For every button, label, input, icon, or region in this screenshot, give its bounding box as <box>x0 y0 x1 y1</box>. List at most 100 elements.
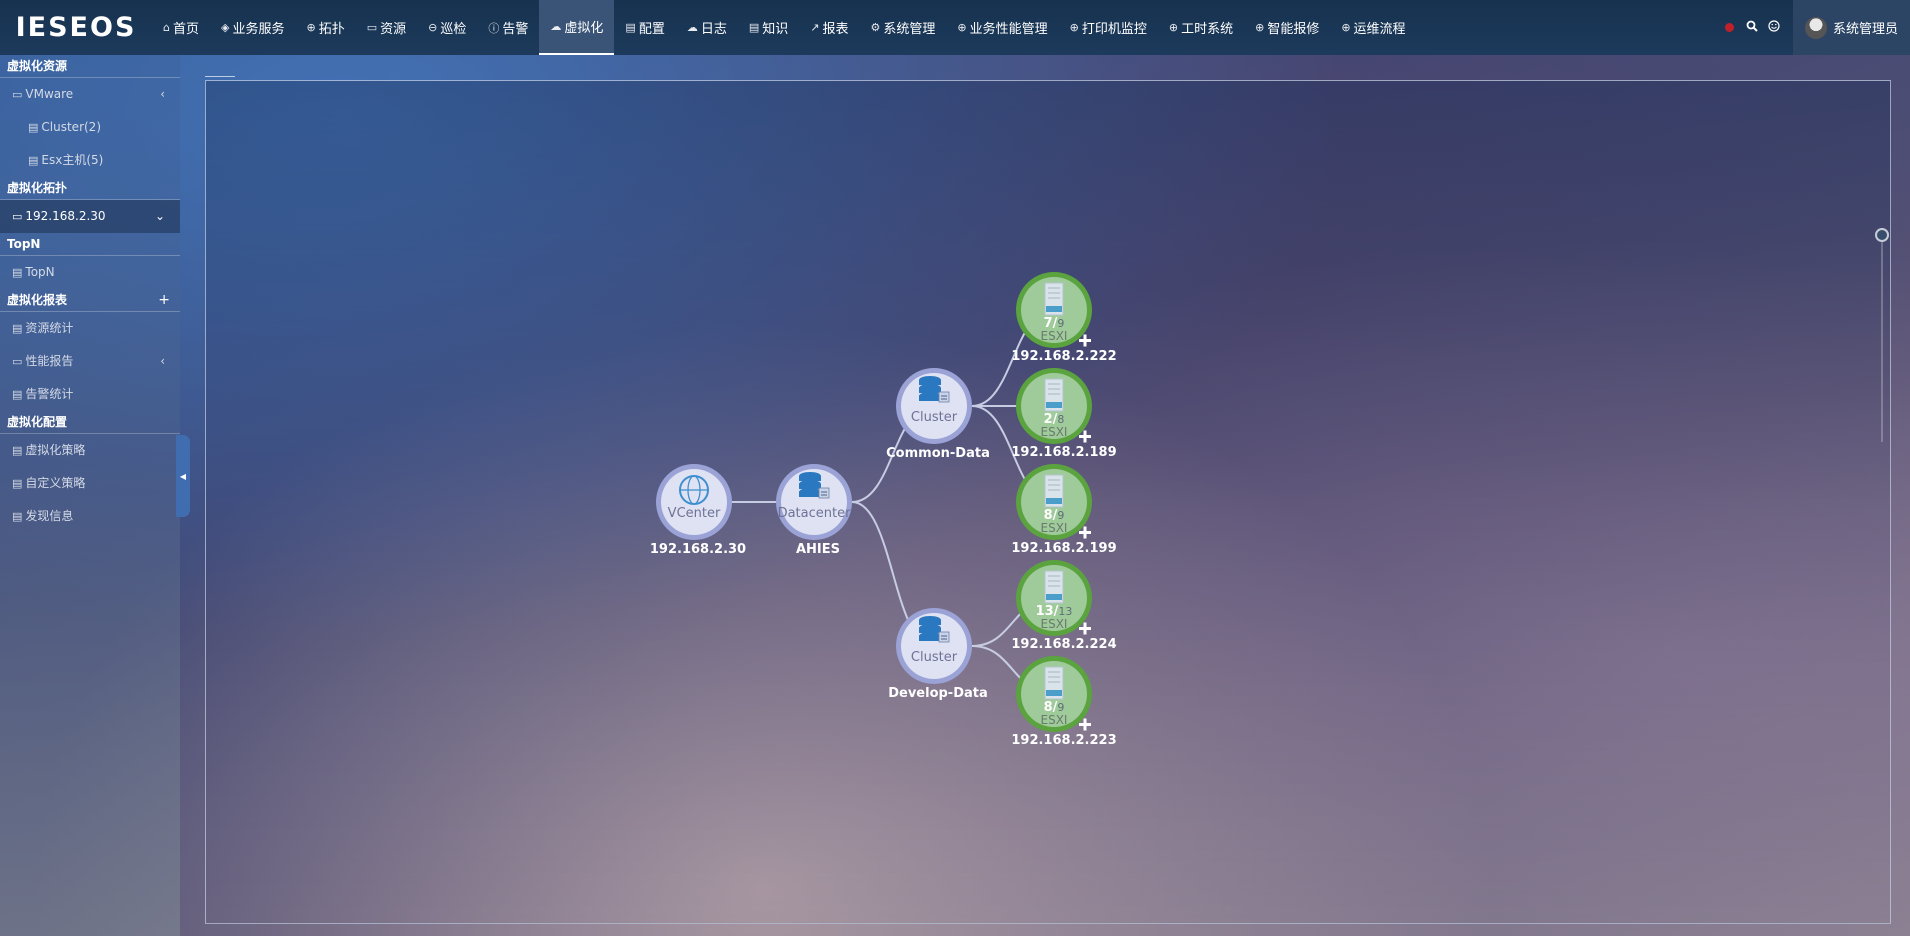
expand-plus-icon[interactable] <box>1079 526 1091 539</box>
database-icon <box>919 616 950 643</box>
sidebar-collapse-toggle[interactable]: ◀ <box>176 435 190 517</box>
expand-arrow-icon[interactable]: ‹ <box>160 354 165 368</box>
sidebar-item[interactable]: ▤发现信息 <box>0 500 180 533</box>
list-icon: ▤ <box>28 121 39 134</box>
nav-item-label: 日志 <box>700 22 727 37</box>
zoom-slider-handle[interactable] <box>1875 228 1889 242</box>
node-label: Develop-Data <box>888 686 988 701</box>
globe-icon: ⊕ <box>1069 21 1079 34</box>
nav-item-0[interactable]: ⌂首页 <box>152 0 210 55</box>
sidebar-item[interactable]: ▤资源统计 <box>0 312 180 345</box>
node-body <box>661 469 727 535</box>
nav-item-label: 运维流程 <box>1353 22 1406 37</box>
smile-icon[interactable] <box>1763 20 1785 35</box>
expand-arrow-icon[interactable]: ‹ <box>160 87 165 101</box>
node-body <box>781 469 847 535</box>
monitor-icon: ▭ <box>12 88 23 101</box>
avatar <box>1804 16 1827 39</box>
expand-plus-icon[interactable] <box>1079 334 1091 347</box>
ratio-separator: / <box>1053 412 1058 427</box>
sidebar-item[interactable]: ▤虚拟化策略 <box>0 434 180 467</box>
alert-icon: ⓘ <box>488 21 500 35</box>
section-title-text: 虚拟化报表 <box>7 293 68 307</box>
nav-item-6[interactable]: ☁虚拟化 <box>539 0 615 55</box>
node-type-label: VCenter <box>668 506 721 521</box>
list-icon: ▤ <box>28 154 39 167</box>
sidebar-item[interactable]: ▤Esx主机(5) <box>0 144 180 177</box>
server-icon <box>1044 378 1064 412</box>
host-ip-label: 192.168.2.199 <box>1011 541 1116 556</box>
vm-total-count: 9 <box>1057 317 1064 330</box>
sidebar-item[interactable]: ▤自定义策略 <box>0 467 180 500</box>
vm-ratio: 7/9 <box>1044 316 1065 331</box>
vm-running-count: 8 <box>1044 700 1053 715</box>
nav-item-label: 巡检 <box>440 22 467 37</box>
sidebar-item[interactable]: ▭性能报告‹ <box>0 345 180 378</box>
nav-item-9[interactable]: ▤知识 <box>738 0 799 55</box>
nav-item-3[interactable]: ▭资源 <box>356 0 417 55</box>
list-icon: ▤ <box>12 510 23 523</box>
caret-left-icon: ◀ <box>179 471 187 481</box>
sidebar-item-label: Cluster(2) <box>41 120 101 134</box>
nav-item-15[interactable]: ⊕智能报修 <box>1244 0 1330 55</box>
nav-item-16[interactable]: ⊕运维流程 <box>1330 0 1416 55</box>
nav-item-8[interactable]: ☁日志 <box>676 0 738 55</box>
globe-icon: ⊕ <box>957 21 967 34</box>
nav-item-1[interactable]: ◈业务服务 <box>210 0 295 55</box>
nav-item-7[interactable]: ▤配置 <box>614 0 675 55</box>
nav-item-11[interactable]: ⚙系统管理 <box>860 0 947 55</box>
vm-running-count: 13 <box>1036 604 1054 619</box>
globe-icon: ⊕ <box>1255 21 1265 34</box>
sidebar-item-label: VMware <box>25 87 74 101</box>
nav-item-2[interactable]: ⊕拓扑 <box>295 0 355 55</box>
nav-item-10[interactable]: ↗报表 <box>799 0 859 55</box>
alarm-indicator-icon[interactable] <box>1719 21 1741 35</box>
nav-item-label: 工时系统 <box>1181 22 1234 37</box>
sidebar-item[interactable]: ▤TopN <box>0 256 180 289</box>
host-ip-label: 192.168.2.223 <box>1011 733 1116 748</box>
ratio-separator: / <box>1053 316 1058 331</box>
server-icon <box>1044 282 1064 316</box>
list-icon: ▤ <box>12 266 23 279</box>
sidebar-item-label: 192.168.2.30 <box>25 209 106 223</box>
add-icon[interactable]: + <box>158 292 170 308</box>
sidebar-item-label: 自定义策略 <box>25 476 86 490</box>
ratio-separator: / <box>1053 508 1058 523</box>
sidebar-item-label: 告警统计 <box>25 387 74 401</box>
sidebar-item-label: 资源统计 <box>25 321 74 335</box>
expand-plus-icon[interactable] <box>1079 622 1091 635</box>
chart-icon: ↗ <box>810 21 820 34</box>
expand-arrow-icon[interactable]: ⌄ <box>154 209 165 223</box>
cloud-icon: ☁ <box>550 20 562 33</box>
app-logo[interactable]: IESEOS <box>15 12 137 43</box>
zoom-slider-track[interactable] <box>1881 242 1883 442</box>
user-menu[interactable]: 系统管理员 <box>1792 0 1910 55</box>
nav-item-13[interactable]: ⊕打印机监控 <box>1059 0 1158 55</box>
sidebar-item[interactable]: ▭192.168.2.30⌄ <box>0 200 180 233</box>
nav-item-4[interactable]: ⊖巡检 <box>417 0 477 55</box>
sidebar-item[interactable]: ▤Cluster(2) <box>0 111 180 144</box>
search-icon[interactable] <box>1741 20 1763 35</box>
sidebar-item[interactable]: ▭VMware ‹ <box>0 78 180 111</box>
expand-plus-icon[interactable] <box>1079 718 1091 731</box>
nav-item-label: 告警 <box>502 22 529 37</box>
node-label: Common-Data <box>886 446 990 461</box>
expand-plus-icon[interactable] <box>1079 430 1091 443</box>
vm-total-count: 8 <box>1057 413 1064 426</box>
file-icon: ▤ <box>748 21 760 34</box>
nav-item-14[interactable]: ⊕工时系统 <box>1158 0 1244 55</box>
nav-item-12[interactable]: ⊕业务性能管理 <box>946 0 1058 55</box>
sidebar-item-label: TopN <box>25 265 55 279</box>
nav-item-label: 打印机监控 <box>1081 22 1147 37</box>
sidebar-item[interactable]: ▤告警统计 <box>0 378 180 411</box>
